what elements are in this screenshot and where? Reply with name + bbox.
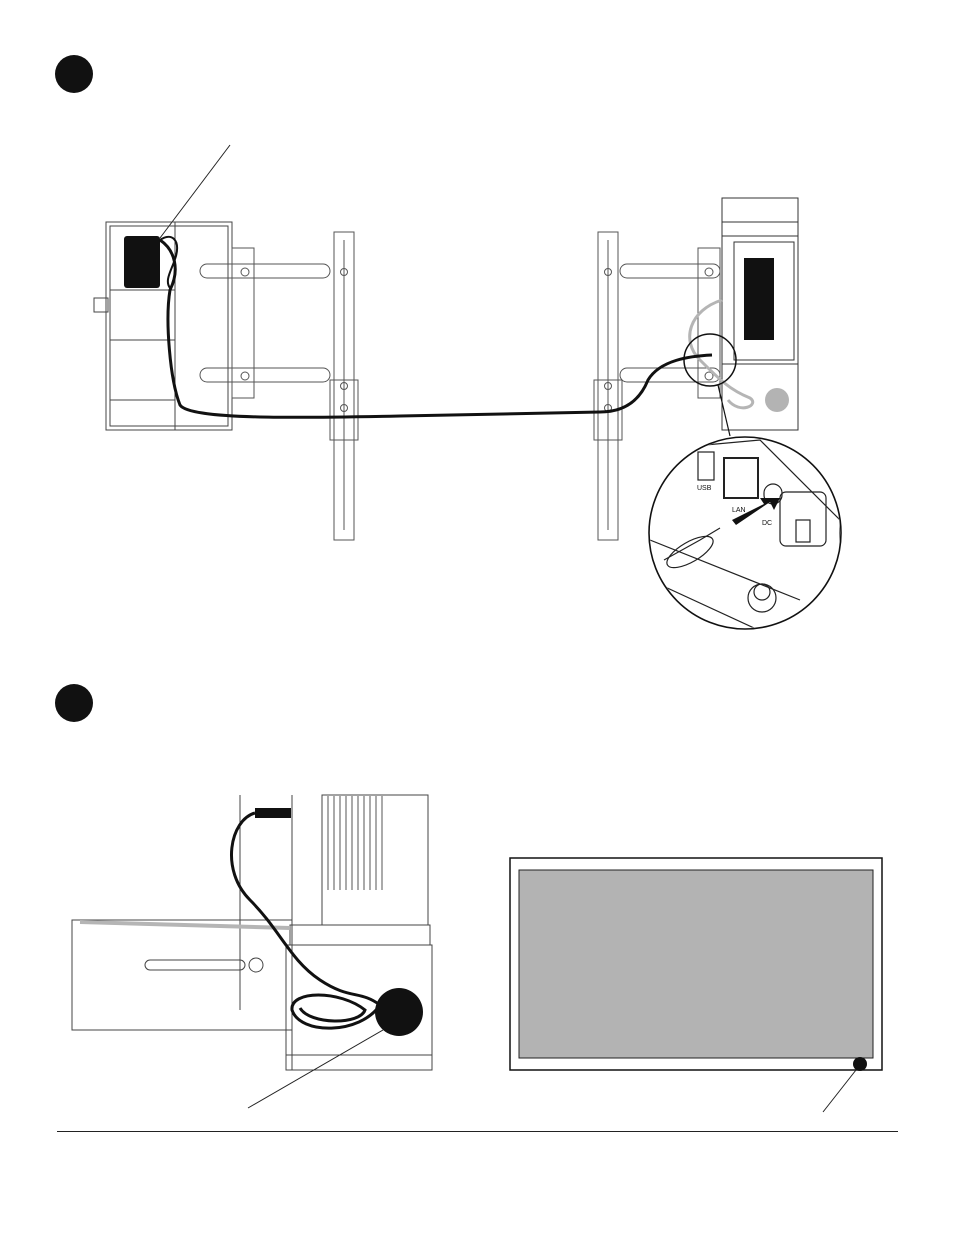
left-display-back	[94, 222, 232, 430]
port-detail-inset: USB LAN DC	[649, 437, 841, 640]
dc-port-label: DC	[762, 520, 772, 527]
media-player-vent	[744, 258, 774, 340]
left-bracket-arms	[200, 248, 330, 398]
gray-cable-coil	[765, 388, 789, 412]
gray-cable-closeup	[80, 922, 290, 928]
footer-rule	[57, 1131, 898, 1132]
lan-port-label: LAN	[732, 507, 746, 514]
usb-port-label: USB	[697, 485, 712, 492]
power-cable	[160, 240, 712, 417]
left-vertical-rail	[330, 232, 358, 540]
right-bracket-arms	[620, 248, 720, 398]
detail-callout-circle	[684, 334, 736, 386]
display-bezel	[510, 858, 882, 1070]
power-supply-leader-line	[160, 145, 230, 238]
sensor-puck	[375, 988, 423, 1036]
right-vertical-rail	[594, 232, 622, 540]
power-supply-brick	[124, 236, 160, 288]
step-2-badge	[55, 684, 93, 722]
cable-plug	[255, 808, 291, 818]
sensor-leader-line	[248, 1030, 383, 1108]
step-1-illustration: USB LAN DC	[0, 0, 954, 680]
media-player-closeup	[72, 795, 432, 1070]
media-player-vent-lines	[328, 796, 382, 890]
display-screen	[519, 870, 873, 1058]
gray-cable-right	[690, 300, 753, 408]
coiled-cable	[231, 813, 380, 1028]
display-sensor-dot	[853, 1057, 867, 1071]
display-sensor-leader-line	[823, 1070, 856, 1112]
